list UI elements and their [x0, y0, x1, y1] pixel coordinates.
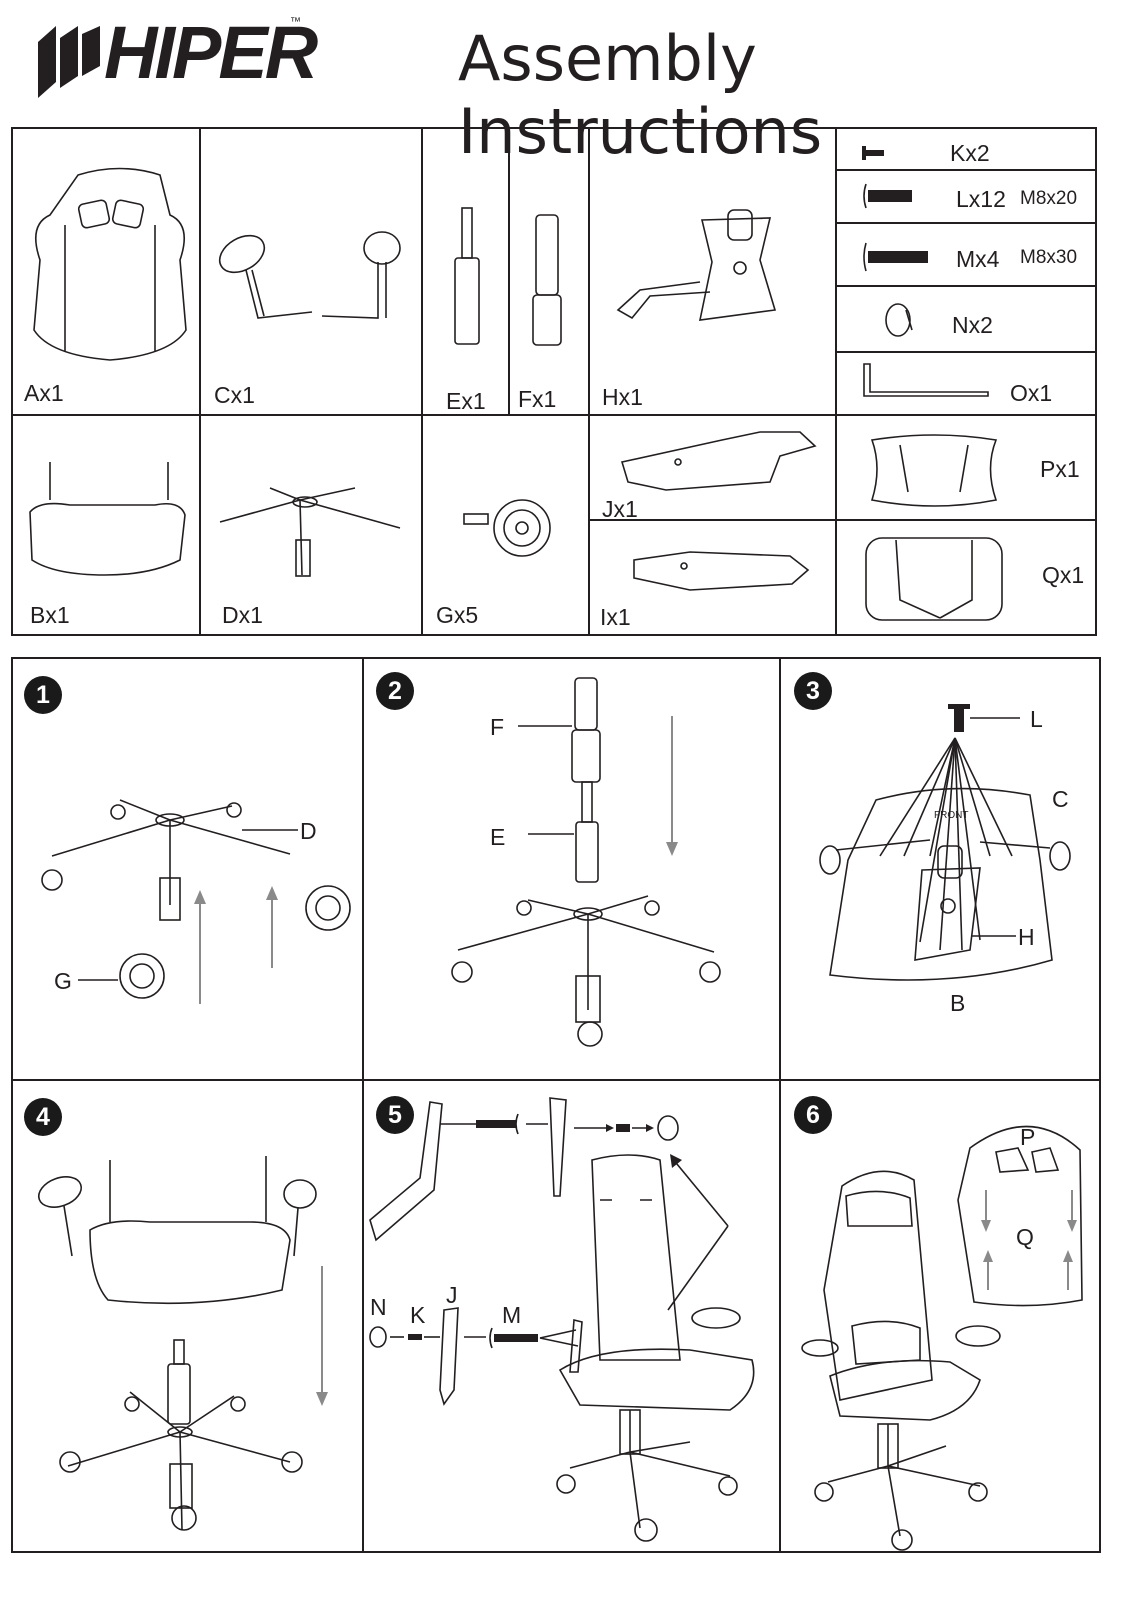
part-i-label: Ix1	[600, 604, 631, 630]
step3-callout-b: B	[950, 990, 966, 1016]
step-2-badge: 2	[376, 672, 414, 710]
part-a-label: Ax1	[24, 380, 64, 406]
step-6-drawing	[801, 1125, 1083, 1551]
part-n-label: Nx2	[952, 312, 993, 338]
brand-name: HIPER	[104, 11, 318, 94]
step1-callout-g: G	[54, 968, 72, 994]
step-4-drawing	[37, 1156, 328, 1531]
part-d-base-drawing	[219, 487, 401, 577]
part-j-label: Jx1	[602, 496, 638, 522]
part-p-pillow-drawing	[870, 434, 998, 507]
trademark: ™	[290, 16, 301, 28]
step-1-badge: 1	[24, 676, 62, 714]
part-a-backrest-drawing	[33, 167, 187, 361]
step3-callout-c: C	[1052, 786, 1069, 812]
step-4-badge: 4	[24, 1098, 62, 1136]
step3-callout-h: H	[1018, 924, 1035, 950]
step-2-drawing	[451, 677, 721, 1047]
part-k-bolt-drawing	[862, 146, 884, 160]
part-o-label: Ox1	[1010, 380, 1053, 406]
step6-callout-q: Q	[1016, 1224, 1034, 1250]
step3-callout-l: L	[1030, 706, 1043, 732]
part-l-label: Lx12	[956, 186, 1006, 212]
step6-callout-p: P	[1020, 1124, 1036, 1150]
step3-front-label: FRONT	[934, 810, 969, 821]
logo-mark-icon	[38, 26, 100, 98]
step5-callout-m: M	[502, 1302, 522, 1328]
part-f-cover-drawing	[532, 214, 562, 346]
step2-callout-e: E	[490, 824, 506, 850]
step-5-drawing	[369, 1097, 755, 1542]
part-f-label: Fx1	[518, 386, 557, 412]
part-q-cushion-drawing	[865, 537, 1003, 621]
part-m-label: Mx4	[956, 246, 1000, 272]
page-title: Assembly Instructions	[458, 22, 823, 168]
part-b-label: Bx1	[30, 602, 70, 628]
part-n-cap-drawing	[885, 303, 913, 337]
part-c-armrests-drawing	[218, 231, 401, 319]
part-l-size: M8x20	[1020, 188, 1078, 209]
parts-table-grid	[11, 127, 1097, 636]
brand-logo	[28, 20, 298, 100]
step-3-drawing	[819, 704, 1071, 981]
step-1-drawing	[41, 799, 351, 1004]
steps-grid	[11, 657, 1101, 1553]
step5-callout-j: J	[446, 1282, 458, 1308]
part-p-label: Px1	[1040, 456, 1080, 482]
part-h-label: Hx1	[602, 384, 643, 410]
step-5-badge: 5	[376, 1096, 414, 1134]
part-b-seat-drawing	[29, 462, 186, 576]
step-6-badge: 6	[794, 1096, 832, 1134]
part-i-bracket-drawing	[633, 551, 810, 591]
part-e-label: Ex1	[446, 388, 486, 414]
step5-callout-n: N	[370, 1294, 387, 1320]
part-g-caster-drawing	[463, 499, 551, 557]
step1-callout-d: D	[300, 818, 317, 844]
part-o-allen-key-drawing	[863, 363, 989, 397]
part-d-label: Dx1	[222, 602, 263, 628]
part-q-label: Qx1	[1042, 562, 1085, 588]
step2-callout-f: F	[490, 714, 505, 740]
step-3-badge: 3	[794, 672, 832, 710]
part-g-label: Gx5	[436, 602, 479, 628]
part-l-bolt-drawing	[863, 183, 912, 209]
part-c-label: Cx1	[214, 382, 255, 408]
part-j-bracket-drawing	[620, 431, 817, 491]
step5-callout-k: K	[410, 1302, 426, 1328]
part-h-mechanism-drawing	[616, 209, 777, 321]
part-k-label: Kx2	[950, 140, 990, 166]
part-m-bolt-drawing	[863, 242, 928, 272]
part-e-gas-lift-drawing	[454, 207, 480, 345]
part-m-size: M8x30	[1020, 247, 1078, 268]
